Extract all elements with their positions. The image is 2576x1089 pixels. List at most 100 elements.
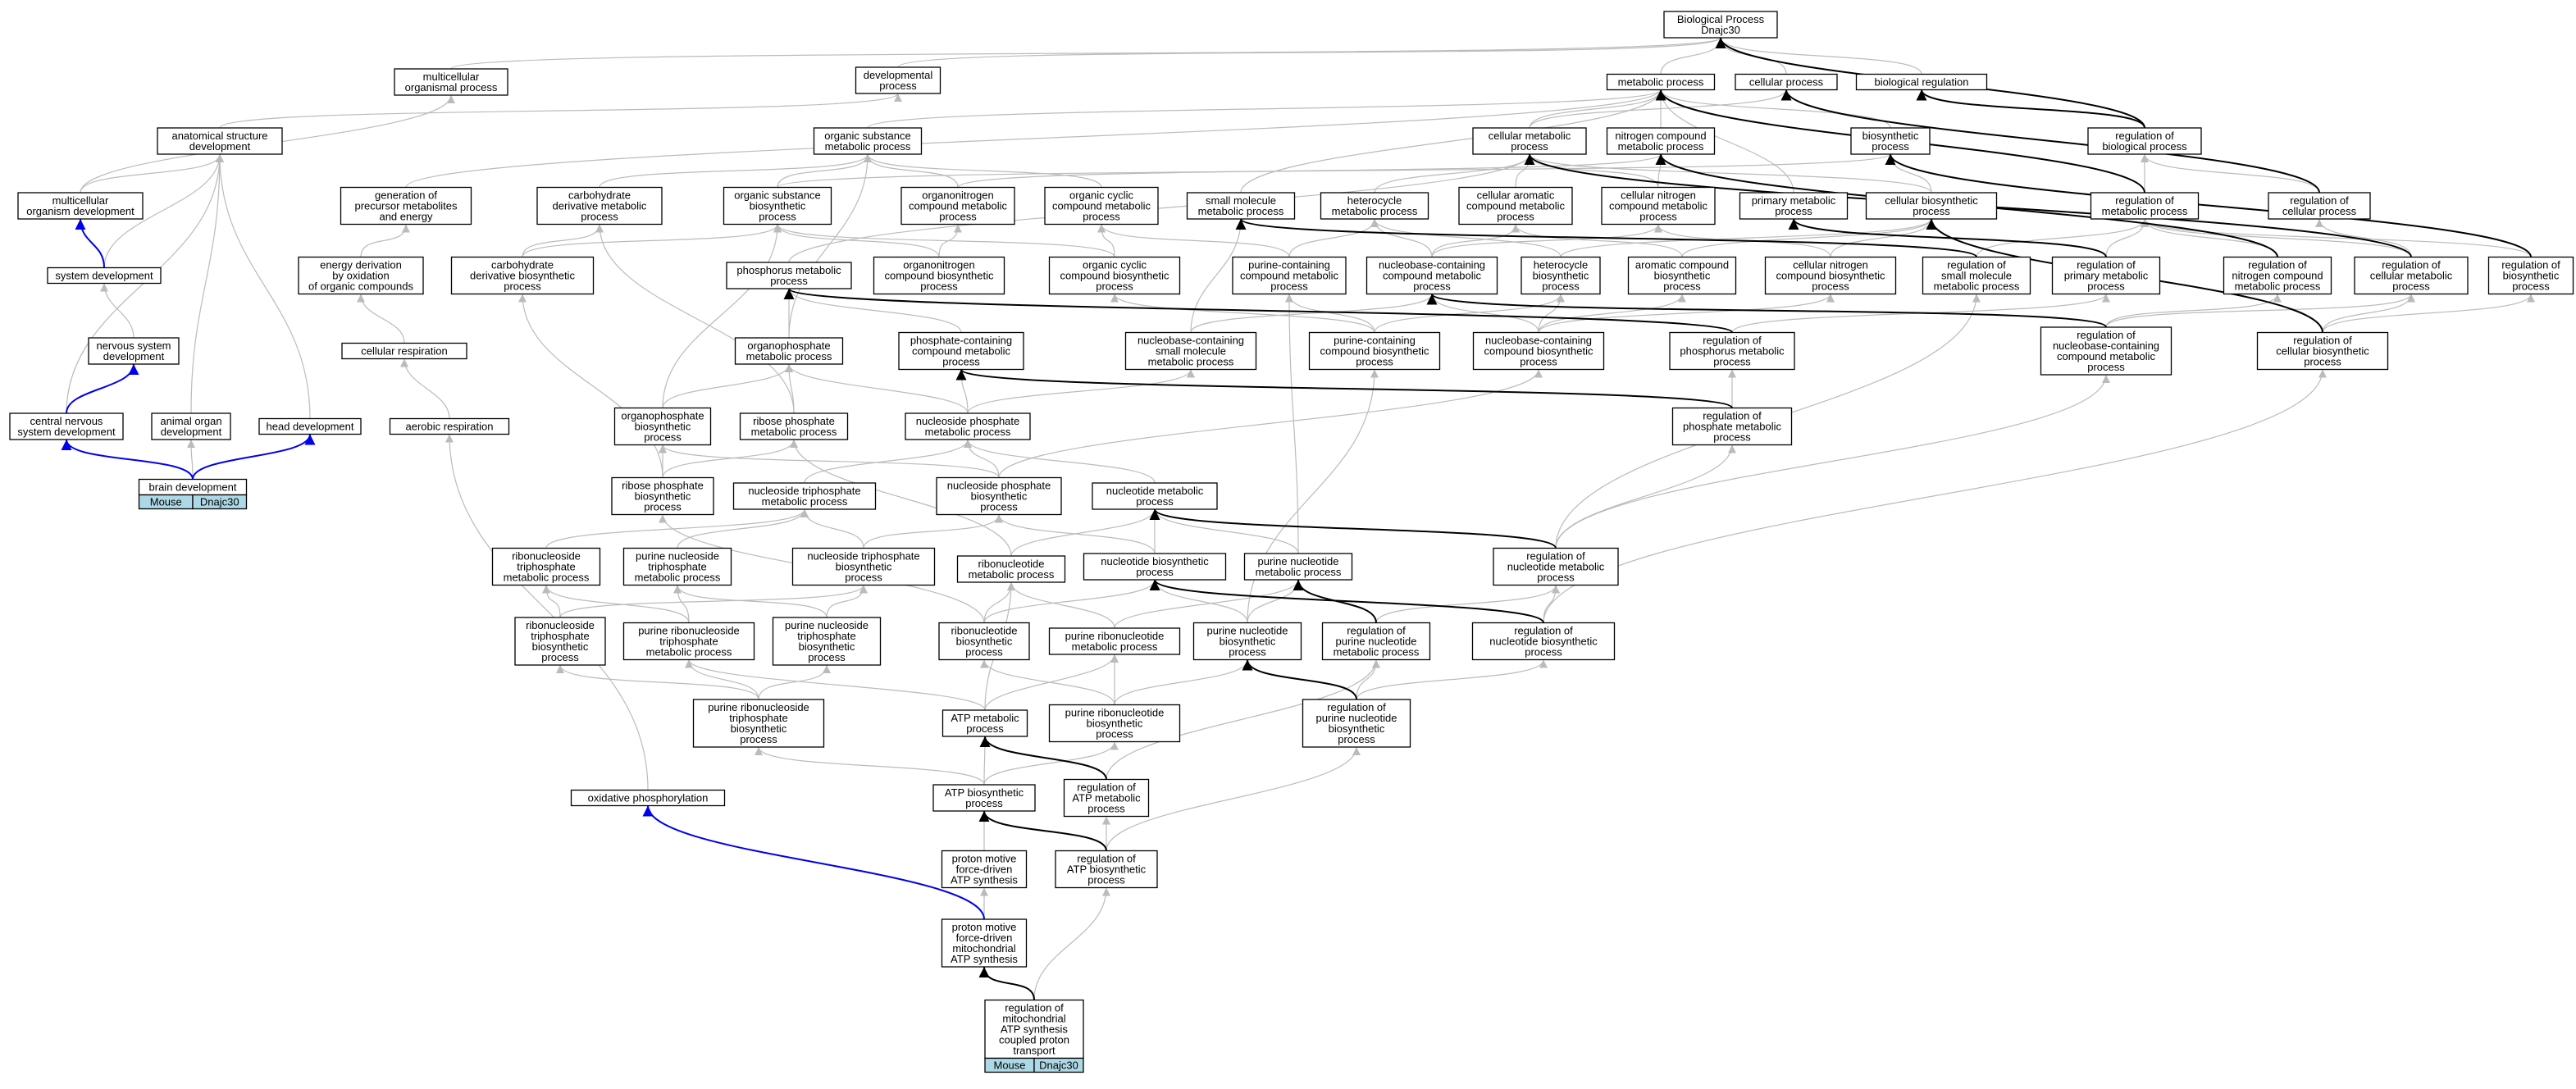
go-term-node[interactable]: nucleoside triphosphatebiosyntheticproce… (791, 547, 936, 586)
node-box (514, 617, 606, 666)
go-term-node[interactable]: proton motiveforce-drivenmitochondrialAT… (941, 918, 1028, 968)
node-label-line: multicellular (423, 71, 480, 83)
node-label-line: purine ribonucleoside (638, 625, 740, 637)
is-a-edge (1657, 89, 1794, 194)
go-term-node[interactable]: cellular process (1735, 73, 1838, 91)
go-term-node[interactable]: head development (258, 417, 362, 435)
node-label-line: central nervous (30, 415, 103, 427)
go-term-node[interactable]: purine ribonucleosidetriphosphatebiosynt… (692, 699, 825, 748)
go-term-node[interactable]: aerobic respiration (389, 417, 510, 435)
go-term-node[interactable]: metabolic process (1606, 73, 1716, 91)
go-term-node[interactable]: oxidative phosphorylation (570, 789, 726, 807)
go-term-node[interactable]: system development (47, 267, 162, 285)
node-label-line: regulation of (1514, 625, 1573, 637)
is-a-edge (1886, 153, 1932, 194)
go-term-node[interactable]: cellular respiration (341, 342, 467, 360)
go-term-node[interactable]: purine nucleosidetriphosphatebiosyntheti… (772, 617, 882, 666)
go-term-node[interactable]: regulation ofnucleobase-containingcompou… (2040, 326, 2173, 376)
go-term-node[interactable]: ribonucleosidetriphosphatebiosyntheticpr… (514, 617, 606, 666)
go-term-node[interactable]: purine ribonucleosidetriphosphatemetabol… (622, 622, 755, 661)
is-a-edge (103, 153, 224, 268)
go-term-node[interactable]: biological regulation (1855, 73, 1988, 91)
is-a-edge (1110, 294, 1375, 333)
